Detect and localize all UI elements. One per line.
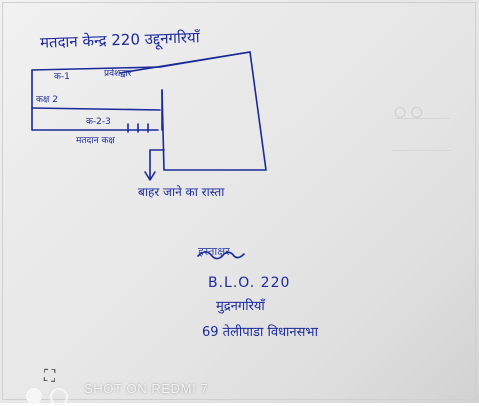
label-room-3: क-2-3 xyxy=(86,117,111,127)
label-exit: बाहर जाने का रास्ता xyxy=(138,185,225,199)
constituency: 69 तेलीपाडा विधानसभा xyxy=(202,325,318,340)
ghost-line xyxy=(395,118,450,119)
camera-watermark: SHOT ON REDMI 7 xyxy=(84,381,209,396)
exit-path xyxy=(149,149,165,179)
signature: हस्ताक्षर xyxy=(198,245,230,258)
lens-dot-icon xyxy=(26,388,42,404)
ghost-mark: ○ ○ xyxy=(394,104,423,120)
photo-frame xyxy=(2,2,476,400)
building-top xyxy=(31,66,161,71)
label-room-2: कक्ष 2 xyxy=(36,95,58,105)
partition-1 xyxy=(31,107,161,111)
label-polling-booth: मतदान कक्ष xyxy=(76,136,115,146)
right-room xyxy=(159,51,267,171)
signature-scribble xyxy=(197,251,245,260)
arrow-head xyxy=(144,171,156,181)
lens-ring-icon xyxy=(50,388,68,406)
ghost-line xyxy=(392,150,452,151)
slant-wall xyxy=(119,51,251,74)
building-outline xyxy=(31,69,159,131)
label-entrance: प्रवेशद्वार xyxy=(104,69,132,79)
label-room-1: क-1 xyxy=(54,72,70,82)
designation: B.L.O. 220 xyxy=(208,275,291,291)
camera-mode-icon: ⛶ xyxy=(44,366,56,385)
village-name: मुद्रनगरियाँ xyxy=(216,299,265,314)
